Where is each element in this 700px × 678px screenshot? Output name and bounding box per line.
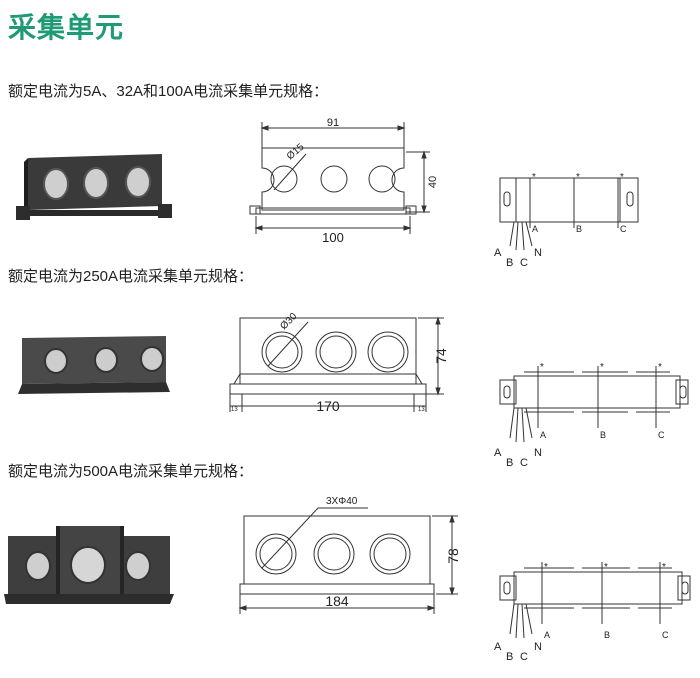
phase-c: C <box>620 224 627 234</box>
dim-height: 40 <box>427 176 439 188</box>
star-a: * <box>540 362 544 373</box>
dim-width-bottom: 100 <box>322 230 344 245</box>
phase-b: B <box>576 224 582 234</box>
wire-b: B <box>506 651 513 663</box>
phase-b: B <box>600 430 606 440</box>
star-b: * <box>576 172 580 183</box>
wiring-diagram-large: * * * A B C A B C N <box>494 562 691 663</box>
product-photo-small <box>16 154 172 220</box>
phase-a: A <box>544 630 550 640</box>
wire-a: A <box>494 641 502 653</box>
star-c: * <box>662 562 666 573</box>
dimension-drawing-small: 91 Ø15 40 100 <box>249 117 439 245</box>
wire-c: C <box>520 651 528 663</box>
wire-c: C <box>520 457 528 469</box>
wire-a: A <box>494 247 502 259</box>
dimension-drawing-medium: Ø30 74 170 13 13 <box>229 311 449 414</box>
hole-diameter-label: Ø15 <box>285 141 307 162</box>
product-photo-medium <box>18 336 170 394</box>
wire-n: N <box>534 641 542 653</box>
wire-a: A <box>494 447 502 459</box>
dim-width-bottom: 170 <box>316 398 340 414</box>
star-c: * <box>620 172 624 183</box>
phase-c: C <box>662 630 669 640</box>
wire-b: B <box>506 457 513 469</box>
foot-right-dim: 13 <box>418 407 425 413</box>
phase-b: B <box>604 630 610 640</box>
dim-width-bottom: 184 <box>325 593 349 609</box>
star-c: * <box>658 362 662 373</box>
section-2-heading: 额定电流为250A电流采集单元规格： <box>8 268 254 285</box>
wire-c: C <box>520 257 528 269</box>
foot-left-dim: 13 <box>231 407 238 413</box>
star-b: * <box>604 562 608 573</box>
section-3-heading: 额定电流为500A电流采集单元规格： <box>8 463 254 480</box>
wire-b: B <box>506 257 513 269</box>
page-title: 采集单元 <box>8 12 125 43</box>
phase-a: A <box>532 224 538 234</box>
hole-diameter-label: Ø30 <box>278 311 299 332</box>
phase-a: A <box>540 430 546 440</box>
wiring-diagram-small: * * * A B C A B C N <box>494 172 639 269</box>
hole-diameter-label: 3XΦ40 <box>326 496 358 507</box>
wire-n: N <box>534 447 542 459</box>
star-b: * <box>600 362 604 373</box>
dimension-drawing-large: 3XΦ40 78 184 <box>238 496 461 614</box>
section-1-heading: 额定电流为5A、32A和100A电流采集单元规格： <box>8 83 329 100</box>
wire-n: N <box>534 247 542 259</box>
dim-height: 78 <box>445 548 461 564</box>
star-a: * <box>544 562 548 573</box>
product-photo-large <box>4 526 174 604</box>
dim-width-top: 91 <box>327 117 339 129</box>
wiring-diagram-medium: * * * A B C A B C N <box>494 362 689 469</box>
dim-height: 74 <box>433 348 449 364</box>
phase-c: C <box>658 430 665 440</box>
star-a: * <box>532 172 536 183</box>
